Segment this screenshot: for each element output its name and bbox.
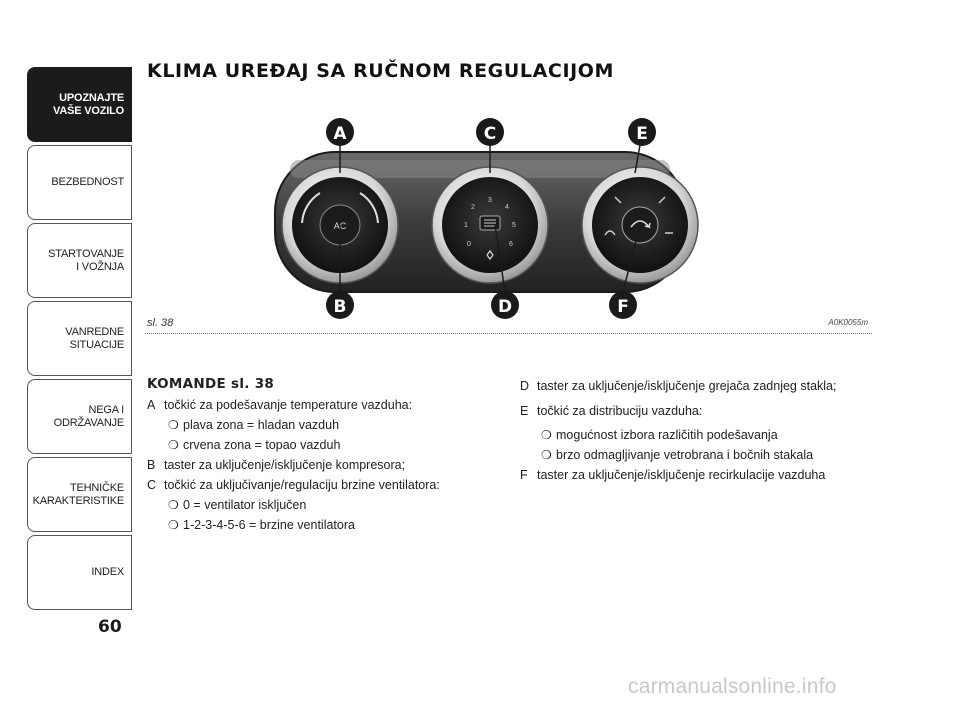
- sub-item: ❍ crvena zona = topao vazduh: [168, 438, 507, 453]
- sub-item-text: mogućnost izbora različitih podešavanja: [556, 428, 778, 442]
- feet-icon: [604, 230, 616, 236]
- figure-code: A0K0055m: [828, 318, 868, 327]
- control-item-b: B taster za uključenje/isključenje kompr…: [147, 458, 507, 473]
- sub-item: ❍ plava zona = hladan vazduh: [168, 418, 507, 433]
- sub-item: ❍ brzo odmagljivanje vetrobrana i bočnih …: [541, 448, 880, 463]
- callout-b: B: [326, 225, 354, 319]
- item-letter: A: [147, 398, 156, 412]
- tab-tehnicke-karakteristike[interactable]: TEHNIČKE KARAKTERISTIKE: [27, 457, 132, 532]
- svg-text:F: F: [617, 297, 629, 317]
- control-item-d: D taster za uključenje/isključenje greja…: [520, 379, 880, 394]
- item-text: točkić za uključivanje/regulaciju brzine…: [164, 478, 440, 492]
- item-letter: D: [520, 379, 530, 393]
- hot-zone-arc: [359, 192, 379, 224]
- svg-text:A: A: [333, 124, 347, 144]
- sub-item-text: 0 = ventilator isključen: [183, 498, 307, 512]
- sub-item-text: crvena zona = topao vazduh: [183, 438, 341, 452]
- tab-upoznajte-vase-vozilo[interactable]: UPOZNAJTE VAŠE VOZILO: [27, 67, 132, 142]
- svg-text:B: B: [334, 297, 347, 317]
- item-letter: C: [147, 478, 157, 492]
- fan-scale-4: 4: [505, 204, 509, 211]
- bullet-icon: ❍: [168, 498, 179, 512]
- item-text: taster za uključenje/isključenje recirku…: [537, 468, 826, 482]
- callout-d: D: [491, 224, 519, 319]
- tab-vanredne-situacije[interactable]: VANREDNE SITUACIJE: [27, 301, 132, 376]
- item-letter: B: [147, 458, 156, 472]
- sub-item: ❍ mogućnost izbora različitih podešavanja: [541, 428, 880, 443]
- callout-c: C: [476, 118, 504, 173]
- control-item-e: E točkić za distribuciju vazduha:: [520, 404, 880, 419]
- bullet-icon: ❍: [168, 518, 179, 532]
- fan-scale-0: 0: [467, 241, 471, 248]
- tab-startovanje-i-voznja[interactable]: STARTOVANJE I VOŽNJA: [27, 223, 132, 298]
- bullet-icon: ❍: [168, 418, 179, 432]
- cold-zone-arc: [301, 192, 321, 224]
- svg-text:C: C: [484, 124, 496, 144]
- bullet-icon: ❍: [168, 438, 179, 452]
- tab-bezbednost[interactable]: BEZBEDNOST: [27, 145, 132, 220]
- svg-text:D: D: [498, 297, 512, 317]
- sub-item-text: 1-2-3-4-5-6 = brzine ventilatora: [183, 518, 355, 532]
- fan-icon: [486, 249, 494, 261]
- callout-a: A: [326, 118, 354, 173]
- item-letter: F: [520, 468, 528, 482]
- control-item-c: C točkić za uključivanje/regulaciju brzi…: [147, 478, 507, 493]
- controls-right-column: D taster za uključenje/isključenje greja…: [520, 379, 880, 488]
- fan-scale-3: 3: [488, 197, 492, 204]
- recirculation-icon: [630, 220, 651, 229]
- fan-speed-dial[interactable]: 0 1 2 3 4 5 6: [431, 166, 549, 284]
- item-text: taster za uključenje/isključenje grejača…: [537, 379, 837, 393]
- control-item-f: F taster za uključenje/isključenje recir…: [520, 468, 880, 483]
- callout-f: F: [609, 224, 641, 319]
- bullet-icon: ❍: [541, 448, 552, 462]
- fan-scale-5: 5: [512, 222, 516, 229]
- item-text: taster za uključenje/isključenje kompres…: [164, 458, 406, 472]
- watermark: carmanualsonline.info: [628, 675, 837, 698]
- sub-item-text: brzo odmagljivanje vetrobrana i bočnih s…: [556, 448, 814, 462]
- fan-scale-2: 2: [471, 204, 475, 211]
- tab-index[interactable]: INDEX: [27, 535, 132, 610]
- fan-scale-6: 6: [509, 241, 513, 248]
- bullet-icon: ❍: [541, 428, 552, 442]
- item-text: točkić za podešavanje temperature vazduh…: [164, 398, 413, 412]
- figure-caption: sl. 38: [147, 317, 174, 329]
- callout-e: E: [628, 118, 656, 174]
- page-number: 60: [98, 617, 122, 637]
- page-title: KLIMA UREĐAJ SA RUČNOM REGULACIJOM: [147, 60, 615, 82]
- svg-text:E: E: [636, 124, 648, 144]
- vent-icons: [614, 196, 673, 234]
- item-text: točkić za distribuciju vazduha:: [537, 404, 703, 418]
- controls-left-column: KOMANDE sl. 38 A točkić za podešavanje t…: [147, 376, 507, 538]
- item-letter: E: [520, 404, 529, 418]
- control-item-a: A točkić za podešavanje temperature vazd…: [147, 398, 507, 413]
- fan-scale-1: 1: [464, 222, 468, 229]
- tab-nega-i-odrzavanje[interactable]: NEGA I ODRŽAVANJE: [27, 379, 132, 454]
- controls-heading: KOMANDE sl. 38: [147, 376, 275, 392]
- figure-divider: [145, 333, 872, 334]
- sub-item: ❍ 0 = ventilator isključen: [168, 498, 507, 513]
- climate-panel-figure: AC 0 1 2 3 4 5 6 A B C: [274, 118, 699, 319]
- sub-item: ❍ 1-2-3-4-5-6 = brzine ventilatora: [168, 518, 507, 533]
- rear-defrost-icon: [484, 219, 496, 227]
- sub-item-text: plava zona = hladan vazduh: [183, 418, 340, 432]
